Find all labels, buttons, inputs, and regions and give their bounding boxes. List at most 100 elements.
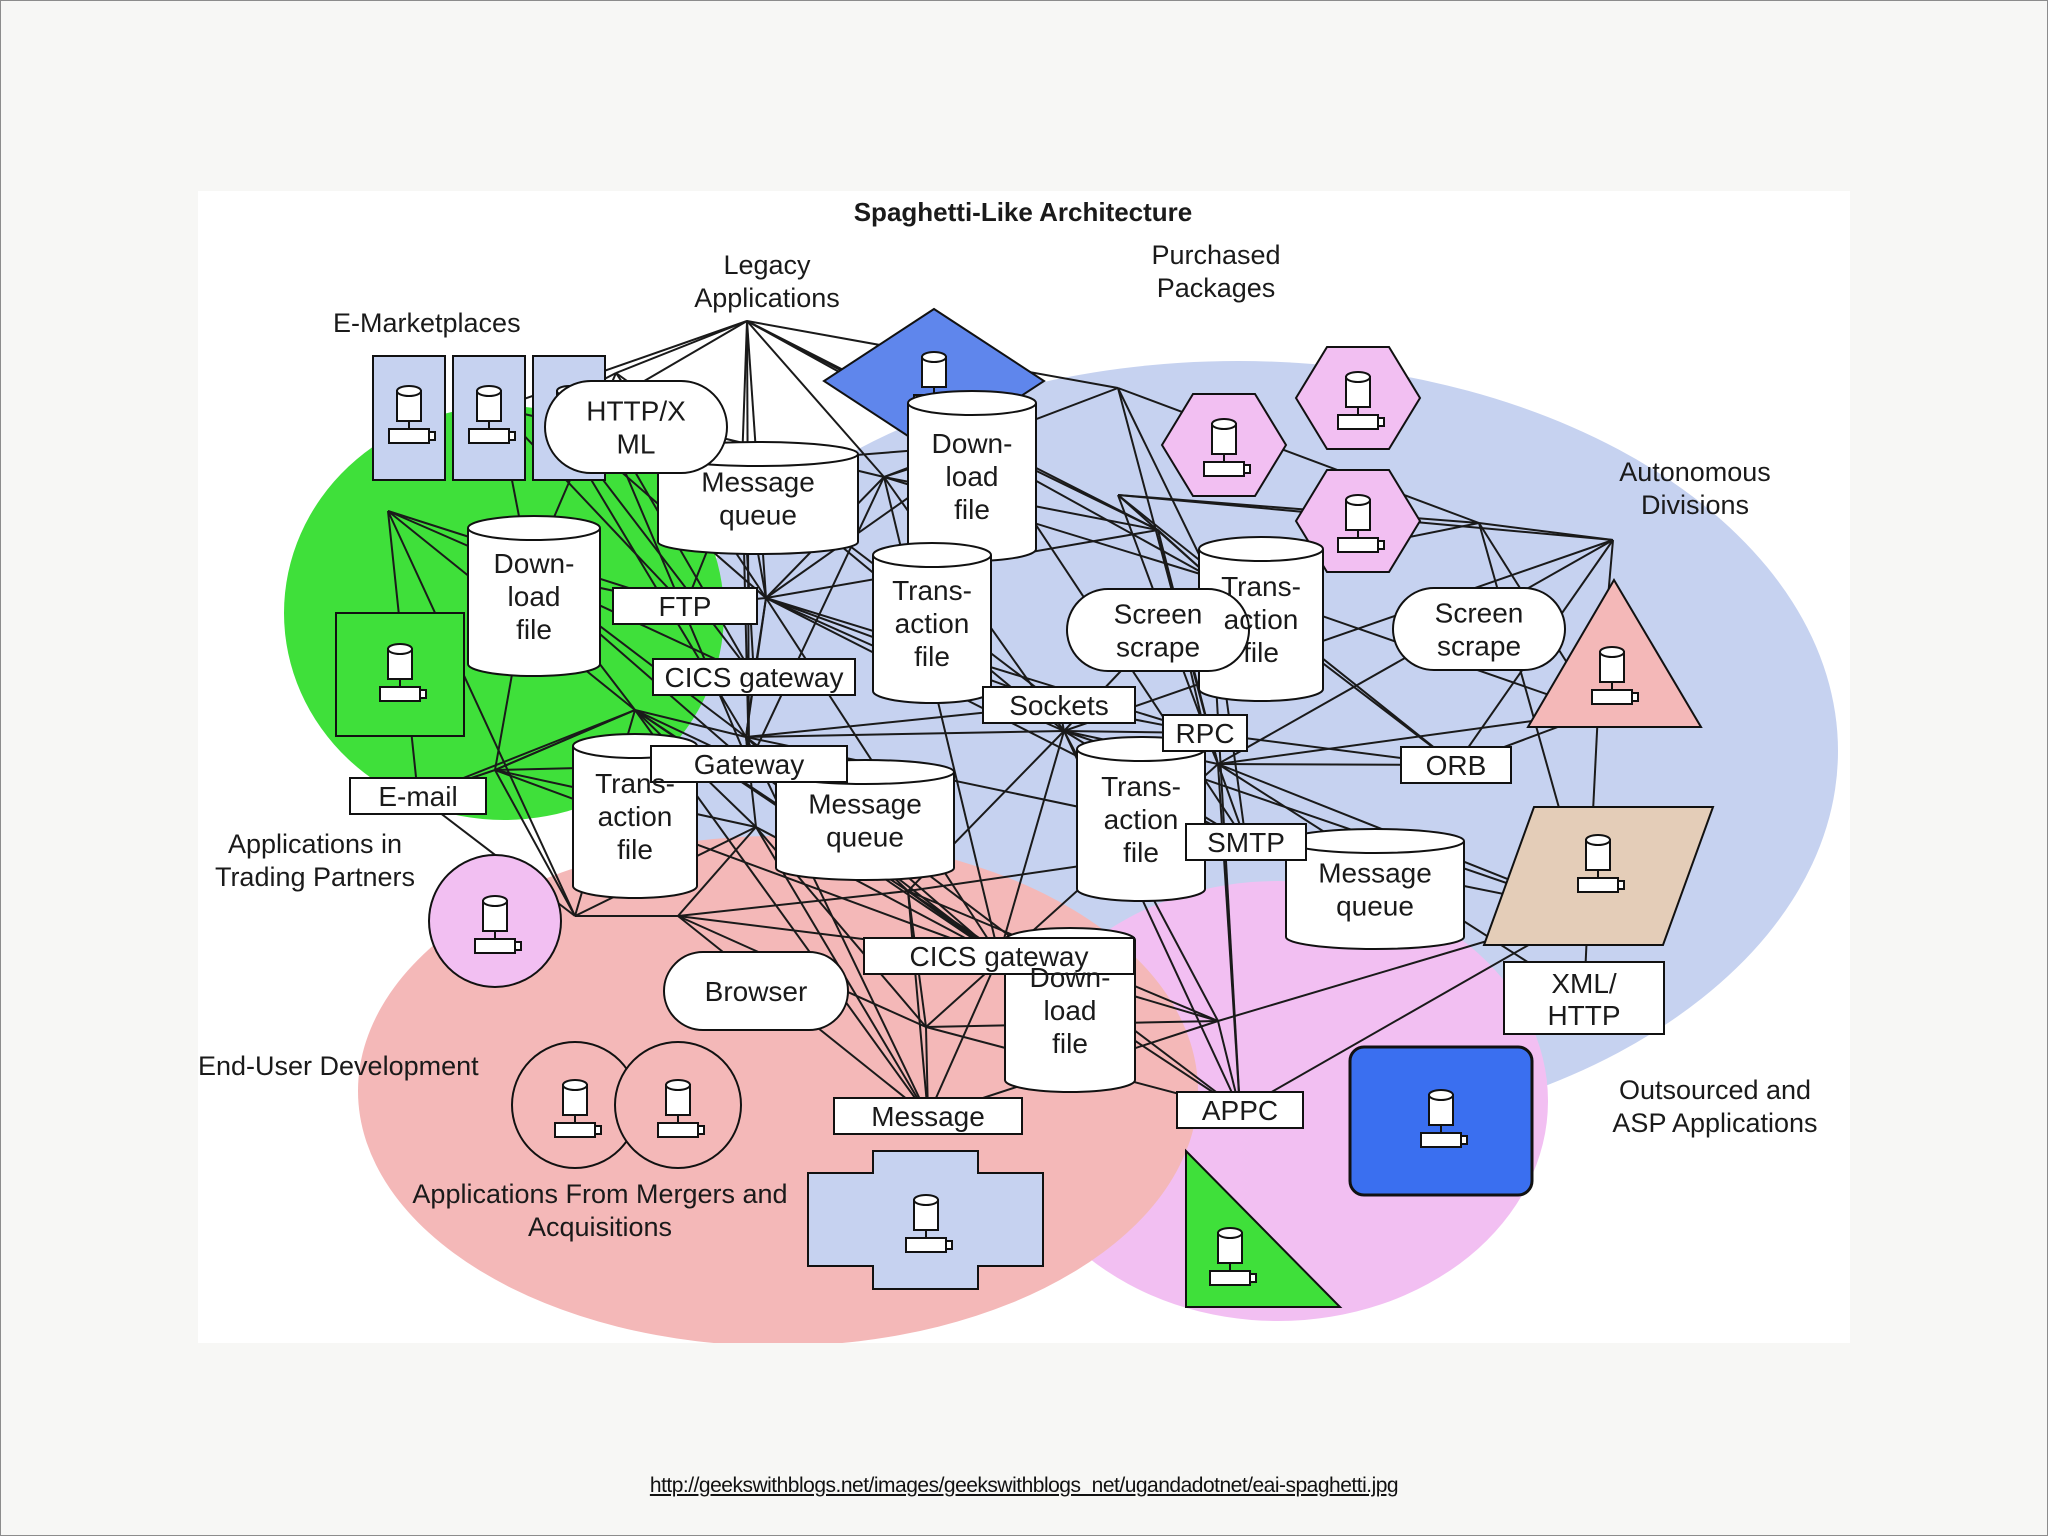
keyboard-side <box>514 941 522 951</box>
keyboard-side <box>419 689 427 699</box>
monitor-top <box>396 385 422 397</box>
cylinder-label: Down- <box>1030 962 1111 993</box>
computer-icon <box>1337 494 1385 553</box>
protocol-label-orb: ORB <box>1426 750 1487 781</box>
monitor-top <box>387 643 413 655</box>
computer-icon <box>468 385 516 444</box>
cylinder-top <box>467 515 601 541</box>
cylinder-label: action <box>1224 604 1299 635</box>
keyboard-shape <box>379 686 421 702</box>
protocol-label-box <box>1400 746 1512 784</box>
region-label-outsourced: Outsourced and <box>1619 1075 1811 1105</box>
protocol-label-box <box>1503 961 1665 1035</box>
cylinder-body <box>572 746 698 899</box>
monitor-top <box>562 1079 588 1091</box>
protocol-label-box <box>1176 1091 1304 1129</box>
protocol-label-box <box>833 1097 1023 1135</box>
connector-line <box>615 320 748 374</box>
source-url-link[interactable]: http://geekswithblogs.net/images/geekswi… <box>649 1474 1399 1497</box>
protocol-label-box <box>863 937 1135 975</box>
monitor-top <box>1585 834 1611 846</box>
protocol-label-line: XML/ <box>1551 968 1617 999</box>
protocol-label-email: E-mail <box>378 781 457 812</box>
protocol-label-smtp: SMTP <box>1207 827 1285 858</box>
rounded-label-text: Browser <box>705 976 808 1007</box>
region-label-autonomous: Autonomous <box>1619 457 1771 487</box>
outsourced-triangle <box>1185 1148 1343 1308</box>
computer-icon <box>1577 834 1625 893</box>
computer-icon <box>388 385 436 444</box>
region-label-outsourced: ASP Applications <box>1612 1108 1817 1138</box>
computer-icon <box>554 1079 602 1138</box>
keyboard-side <box>594 1125 602 1135</box>
cylinder-body <box>657 454 859 555</box>
cylinder-label: file <box>1243 637 1279 668</box>
cylinder-label: file <box>914 641 950 672</box>
cylinder-body <box>1004 940 1136 1093</box>
cylinder-label: load <box>1044 995 1097 1026</box>
keyboard-side <box>428 431 436 441</box>
rounded-label-text: scrape <box>1437 631 1521 662</box>
computer-icon <box>1209 1227 1257 1286</box>
cylinder-label: Trans- <box>1101 771 1181 802</box>
cylinder-label: Message <box>1318 858 1432 889</box>
connector-line <box>998 730 1065 957</box>
cylinder-label: action <box>895 608 970 639</box>
protocol-label-ftp: FTP <box>659 591 712 622</box>
connector-line <box>497 407 686 607</box>
protocol-label-box <box>349 777 487 815</box>
connector-line <box>1117 387 1480 524</box>
keyboard-shape <box>1337 537 1379 553</box>
keyboard-side <box>697 1125 705 1135</box>
computer-icon <box>1420 1089 1468 1148</box>
keyboard-shape <box>474 938 516 954</box>
cylinder-label: action <box>598 801 673 832</box>
cylinder-label: queue <box>826 822 904 853</box>
cylinder-body <box>1285 841 1465 950</box>
monitor-top <box>921 351 947 363</box>
cylinder-label: Trans- <box>892 575 972 606</box>
cylinder-label: file <box>516 614 552 645</box>
rounded-label-text: scrape <box>1116 632 1200 663</box>
protocol-label-box <box>1185 823 1307 861</box>
monitor-top <box>1599 646 1625 658</box>
protocol-label-box <box>982 686 1136 724</box>
cylinder-top <box>872 542 992 568</box>
connector-line <box>1478 522 1614 541</box>
keyboard-side <box>1377 540 1385 550</box>
connector-line <box>1117 387 1219 765</box>
connector-line <box>748 476 885 765</box>
monitor-top <box>1428 1089 1454 1101</box>
storage-cylinder <box>872 542 992 704</box>
region-label-legacy: Legacy <box>723 250 811 280</box>
rounded-label-text: HTTP/X <box>586 396 686 427</box>
rounded-label-http <box>544 380 728 474</box>
cylinder-body <box>467 528 601 677</box>
region-label-mergers: Applications From Mergers and <box>412 1179 787 1209</box>
cylinder-label: queue <box>719 500 797 531</box>
region-label-purchased: Purchased <box>1151 240 1280 270</box>
keyboard-side <box>1243 464 1251 474</box>
cylinder-label: Down- <box>932 428 1013 459</box>
connector-line <box>677 890 909 917</box>
connector-line <box>927 955 1000 1117</box>
protocol-label-sockets: Sockets <box>1009 690 1109 721</box>
protocol-label-box <box>650 745 848 783</box>
keyboard-shape <box>905 1237 947 1253</box>
cylinder-label: file <box>1052 1028 1088 1059</box>
monitor-top <box>1211 418 1237 430</box>
storage-cylinder <box>1285 828 1465 950</box>
cylinder-label: Trans- <box>1221 571 1301 602</box>
connector-line <box>1063 539 1614 732</box>
computer-icon <box>657 1079 705 1138</box>
cylinder-body <box>775 772 955 881</box>
keyboard-side <box>1617 880 1625 890</box>
cylinder-top <box>907 390 1037 416</box>
connector-line <box>634 709 747 738</box>
nodes-layer <box>335 307 1715 1308</box>
cylinder-label: file <box>617 834 653 865</box>
cylinder-body <box>1076 749 1206 902</box>
cylinder-label: file <box>954 494 990 525</box>
keyboard-side <box>945 1240 953 1250</box>
computer-icon <box>905 1194 953 1253</box>
